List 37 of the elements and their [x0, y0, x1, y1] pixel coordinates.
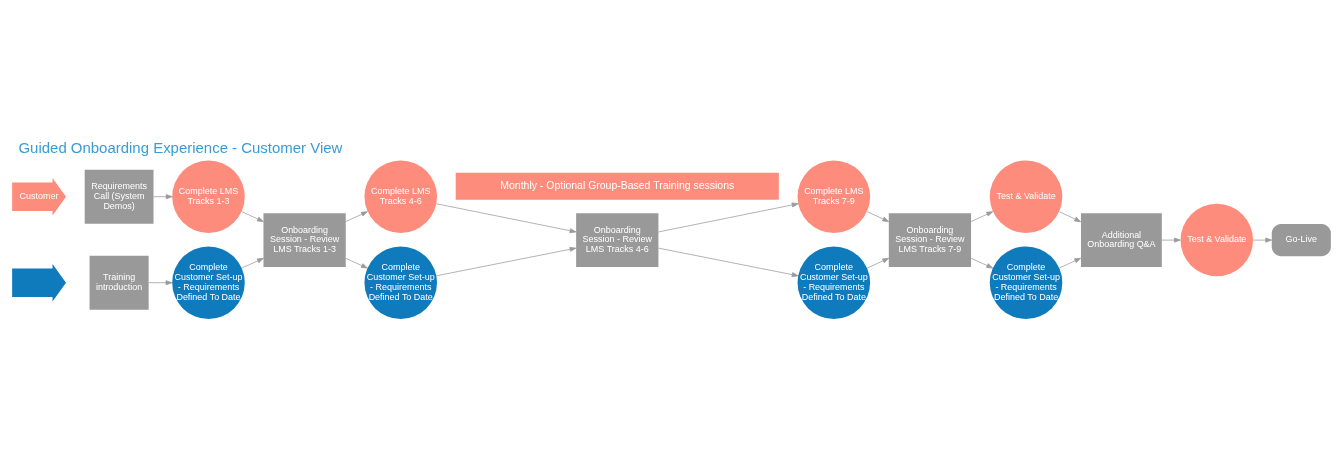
- node-circle: Complete LMS Tracks 7-9: [797, 159, 871, 233]
- node-box: Onboarding Session - Review LMS Tracks 4-6: [576, 212, 659, 267]
- node-box: Monthly - Optional Group-Based Training sessions: [455, 172, 779, 200]
- arrow: [436, 246, 577, 276]
- arrow: [1252, 237, 1273, 243]
- node-box: Onboarding Session - Review LMS Tracks 7-9: [888, 212, 972, 267]
- arrow: [345, 210, 368, 222]
- diagram-title: Guided Onboarding Experience - Customer View: [18, 138, 343, 156]
- arrow: [153, 193, 173, 199]
- node-circle: Test & Validate: [989, 159, 1063, 233]
- arrow: [1059, 257, 1082, 268]
- arrow: [436, 202, 577, 233]
- arrow: [866, 210, 890, 222]
- node-arrow: [12, 263, 66, 301]
- node-circle: Complete Customer Set-up - Requirements Defined To Date: [364, 245, 437, 319]
- node-box: Onboarding Session - Review LMS Tracks 1-3: [263, 212, 346, 267]
- node-box: Additional Onboarding Q&A: [1081, 212, 1162, 267]
- node-box: Go-Live: [1271, 223, 1331, 256]
- node-circle: Complete Customer Set-up - Requirements Defined To Date: [989, 245, 1063, 319]
- node-circle: Complete LMS Tracks 1-3: [172, 159, 245, 233]
- arrow: [241, 210, 264, 222]
- arrow: [345, 257, 368, 268]
- arrow: [1161, 237, 1181, 243]
- arrow: [148, 279, 173, 285]
- arrow: [241, 257, 264, 268]
- arrow: [970, 257, 994, 268]
- arrow: [970, 210, 994, 222]
- arrow: [1059, 210, 1082, 222]
- arrow: [866, 257, 890, 268]
- node-box: Requirements Call (System Demos): [84, 169, 154, 224]
- node-box: Training introduction: [89, 255, 149, 310]
- arrow: [658, 247, 799, 277]
- node-circle: Complete LMS Tracks 4-6: [364, 159, 437, 233]
- arrow: [658, 202, 799, 232]
- node-circle: Complete Customer Set-up - Requirements Defined To Date: [172, 245, 245, 319]
- node-circle: Test & Validate: [1180, 203, 1254, 276]
- node-circle: Complete Customer Set-up - Requirements Defined To Date: [797, 245, 871, 319]
